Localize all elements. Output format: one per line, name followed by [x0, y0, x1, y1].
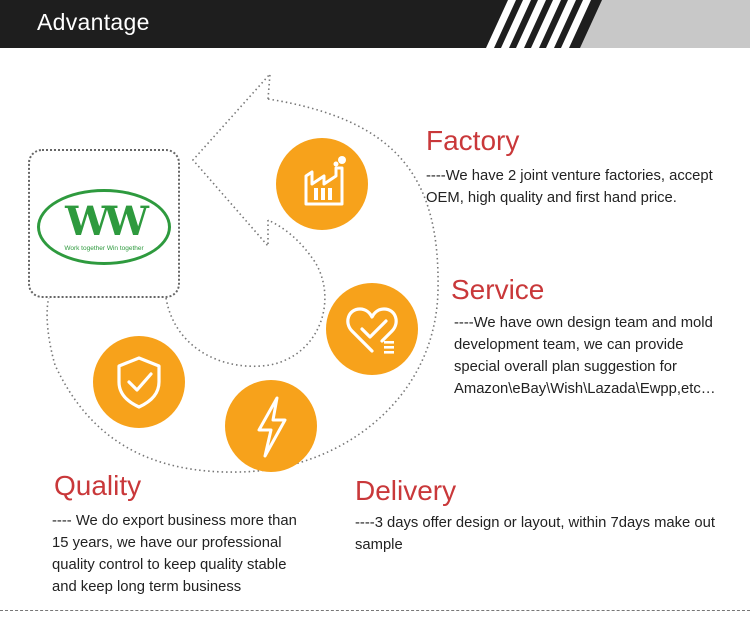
delivery-badge — [225, 380, 317, 472]
delivery-title: Delivery — [355, 475, 457, 506]
quality-desc-line: ---- We do export business more than — [52, 513, 297, 529]
service-desc-line: Amazon\eBay\Wish\Lazada\Ewpp,etc… — [454, 381, 716, 397]
logo-letters: WW — [65, 198, 149, 245]
shield-check-icon — [117, 356, 161, 409]
delivery-description: ----3 days offer design or layout, withi… — [355, 512, 715, 556]
factory-desc-line: ----We have 2 joint venture factories, a… — [426, 168, 713, 184]
service-desc-line: ----We have own design team and mold — [454, 315, 713, 331]
logo-ellipse: WW Work together Win together — [37, 189, 171, 265]
quality-title: Quality — [54, 470, 142, 501]
service-title: Service — [451, 274, 545, 305]
service-badge — [326, 283, 418, 375]
section-title: Advantage — [37, 9, 150, 35]
heart-check-icon — [346, 307, 398, 354]
service-desc-line: development team, we can provide — [454, 337, 684, 353]
service-desc-line: special overall plan suggestion for — [454, 359, 677, 375]
logo-tagline: Work together Win together — [64, 245, 144, 252]
quality-desc-line: 15 years, we have our professional — [52, 535, 282, 551]
header-stripes-decoration — [486, 0, 750, 48]
lightning-icon — [257, 396, 287, 458]
quality-desc-line: quality control to keep quality stable — [52, 557, 287, 573]
bottom-divider — [0, 610, 750, 611]
delivery-desc-line: ----3 days offer design or layout, withi… — [355, 515, 715, 531]
factory-description: ----We have 2 joint venture factories, a… — [426, 165, 713, 209]
quality-desc-line: and keep long term business — [52, 579, 242, 595]
service-description: ----We have own design team and mold dev… — [454, 312, 716, 400]
quality-description: ---- We do export business more than 15 … — [52, 510, 297, 598]
delivery-desc-line: sample — [355, 537, 403, 553]
factory-badge — [276, 138, 368, 230]
factory-desc-line: OEM, high quality and first hand price. — [426, 190, 677, 206]
company-logo-card: WW Work together Win together — [28, 149, 180, 298]
quality-badge — [93, 336, 185, 428]
cycle-arrow-diagram — [46, 71, 439, 473]
factory-icon — [304, 156, 346, 206]
header-bar: Advantage — [0, 0, 750, 48]
factory-title: Factory — [426, 125, 520, 156]
